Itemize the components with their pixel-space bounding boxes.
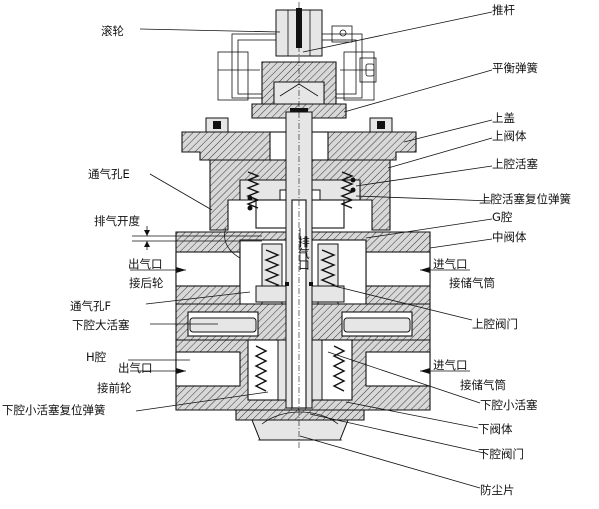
- central-shaft: [285, 2, 313, 448]
- label-exhaust-port: 排气口: [297, 235, 311, 270]
- label-roller: 滚轮: [101, 24, 124, 38]
- leader-lines: [128, 11, 493, 489]
- exhaust-opening-dimension: [132, 226, 262, 250]
- label-to-reservoir-upper: 接储气筒: [449, 276, 495, 290]
- label-push-rod: 推杆: [492, 3, 515, 17]
- label-dust-cover: 防尘片: [480, 483, 515, 497]
- label-upper-chamber-valve: 上腔阀门: [472, 317, 518, 331]
- label-exhaust-opening: 排气开度: [94, 214, 140, 228]
- label-upper-cover: 上盖: [492, 111, 515, 125]
- label-vent-hole-f: 通气孔F: [70, 299, 111, 313]
- port-arrows: [130, 267, 470, 374]
- label-lower-valve-body: 下阀体: [478, 422, 513, 436]
- label-upper-piston-return-spring: 上腔活塞复位弹簧: [479, 192, 571, 206]
- push-rod-housing: [251, 61, 347, 119]
- label-to-reservoir-lower: 接储气筒: [460, 378, 506, 392]
- label-inlet-upper: 进气口: [433, 257, 468, 271]
- callout-labels: 推杆 滚轮 平衡弹簧 上盖 上阀体 通气孔E 上腔活塞 上腔活塞复位弹簧 排气开…: [2, 3, 571, 497]
- label-lower-small-piston: 下腔小活塞: [480, 398, 538, 412]
- label-g-chamber: G腔: [492, 210, 512, 224]
- label-to-front-wheel: 接前轮: [97, 381, 132, 395]
- label-outlet-upper: 出气口: [128, 257, 163, 271]
- top-cover: [181, 117, 417, 161]
- valve-assembly: [132, 2, 431, 448]
- label-middle-valve-body: 中阀体: [492, 230, 527, 244]
- label-lower-large-piston: 下腔大活塞: [72, 318, 130, 332]
- label-h-chamber: H腔: [86, 350, 106, 364]
- exhaust-port-vertical-label: 排气口: [297, 235, 311, 270]
- lower-chamber-valve-and-dust-cover: [235, 409, 365, 441]
- label-inlet-lower: 进气口: [433, 358, 468, 372]
- label-lower-small-piston-return-spring: 下腔小活塞复位弹簧: [2, 403, 106, 417]
- label-upper-valve-body: 上阀体: [492, 129, 527, 143]
- label-outlet-lower: 出气口: [118, 361, 153, 375]
- upper-piston-springs: [246, 171, 356, 211]
- label-vent-hole-e: 通气孔E: [88, 167, 130, 181]
- label-lower-chamber-valve: 下腔阀门: [478, 447, 524, 461]
- label-to-rear-wheel: 接后轮: [129, 276, 164, 290]
- label-balance-spring: 平衡弹簧: [492, 61, 538, 75]
- label-upper-chamber-piston: 上腔活塞: [492, 157, 538, 171]
